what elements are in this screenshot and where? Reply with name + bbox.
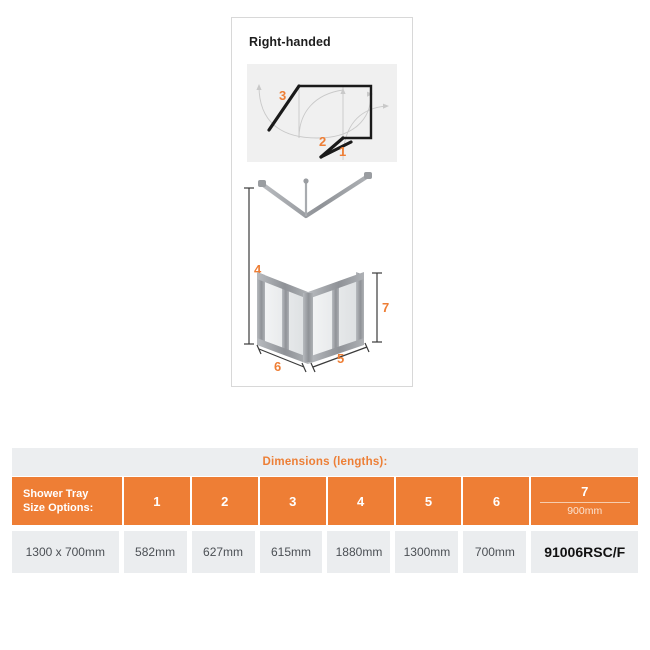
header-col-2: 2 — [191, 477, 260, 525]
plan-view-figure: 3 2 1 — [247, 64, 397, 162]
cell-product-code: 91006RSC/F — [531, 531, 638, 573]
table-row: 1300 x 700mm 582mm 627mm 615mm 1880mm 13… — [12, 531, 638, 573]
cell-value-4: 1880mm — [327, 531, 396, 573]
cell-value-3: 615mm — [259, 531, 328, 573]
cell-size-option: 1300 x 700mm — [12, 531, 124, 573]
header-size-options-line2: Size Options: — [23, 502, 94, 514]
isometric-view-figure: 4 7 — [240, 166, 406, 378]
illustration-panel: Right-handed — [231, 17, 413, 387]
header-shower-tray-size-options: Shower Tray Size Options: — [12, 477, 124, 525]
header-col-5: 5 — [395, 477, 464, 525]
iso-label-4: 4 — [254, 262, 262, 277]
iso-label-5: 5 — [337, 351, 344, 366]
header-col-7-number: 7 — [581, 484, 589, 499]
cell-value-1: 582mm — [123, 531, 192, 573]
iso-label-7: 7 — [382, 300, 389, 315]
header-col-7-divider — [539, 502, 630, 503]
header-size-options-line1: Shower Tray — [23, 488, 89, 500]
header-col-3: 3 — [259, 477, 328, 525]
isometric-view-svg: 4 7 — [244, 172, 389, 374]
plan-label-3: 3 — [279, 88, 286, 103]
dimensions-table: Dimensions (lengths): Shower Tray Size O… — [12, 448, 639, 573]
header-col-7-sub: 900mm — [567, 505, 603, 517]
cell-value-2: 627mm — [191, 531, 260, 573]
plan-label-2: 2 — [319, 134, 326, 149]
handed-title: Right-handed — [249, 35, 331, 49]
dimensions-band-label: Dimensions (lengths): — [262, 456, 388, 468]
dimensions-band: Dimensions (lengths): — [12, 448, 638, 476]
plan-label-1: 1 — [339, 144, 346, 159]
header-col-7: 7 900mm — [531, 477, 639, 525]
plan-view-svg: 3 2 1 — [256, 84, 389, 161]
cell-value-6: 700mm — [463, 531, 532, 573]
header-col-1: 1 — [123, 477, 192, 525]
header-col-4: 4 — [327, 477, 396, 525]
cell-value-5: 1300mm — [395, 531, 464, 573]
header-col-6: 6 — [463, 477, 532, 525]
table-header-row: Shower Tray Size Options: 1 2 3 4 5 6 7 … — [12, 477, 639, 525]
iso-label-6: 6 — [274, 359, 281, 374]
